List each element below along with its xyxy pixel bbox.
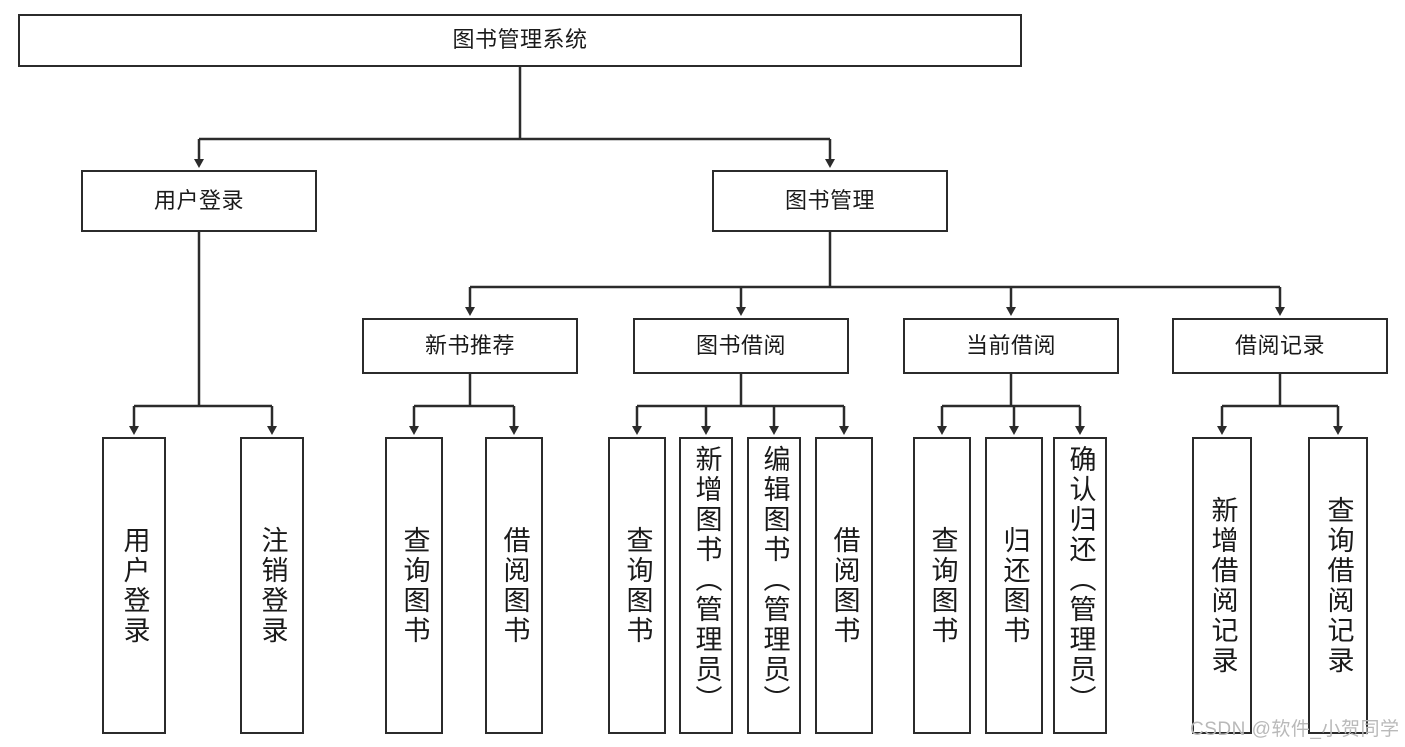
- node-bookmgmt[interactable]: 图书管理: [712, 170, 948, 232]
- node-leaf-borrow-2[interactable]: 新增图书（管理员）: [679, 437, 733, 734]
- node-label: 查询图书: [927, 525, 958, 646]
- node-label: 确认归还（管理员）: [1065, 445, 1096, 715]
- node-label: 新增图书（管理员）: [691, 445, 722, 715]
- node-leaf-new-1[interactable]: 查询图书: [385, 437, 443, 734]
- node-current[interactable]: 当前借阅: [903, 318, 1119, 374]
- node-label: 图书管理系统: [452, 27, 588, 53]
- node-label: 借阅图书: [829, 525, 860, 646]
- node-label: 借阅记录: [1234, 332, 1325, 358]
- node-borrow[interactable]: 图书借阅: [633, 318, 849, 374]
- node-label: 查询借阅记录: [1323, 495, 1354, 676]
- node-label: 用户登录: [119, 525, 150, 646]
- node-label: 图书借阅: [695, 332, 786, 358]
- node-label: 用户登录: [153, 187, 244, 213]
- node-leaf-cur-2[interactable]: 归还图书: [985, 437, 1043, 734]
- node-leaf-new-2[interactable]: 借阅图书: [485, 437, 543, 734]
- node-leaf-borrow-4[interactable]: 借阅图书: [815, 437, 873, 734]
- node-label: 归还图书: [999, 525, 1030, 646]
- node-leaf-borrow-1[interactable]: 查询图书: [608, 437, 666, 734]
- node-newbook[interactable]: 新书推荐: [362, 318, 578, 374]
- node-label: 查询图书: [622, 525, 653, 646]
- watermark-text: CSDN @软件_小贺同学: [1190, 719, 1400, 740]
- node-label: 借阅图书: [499, 525, 530, 646]
- node-label: 新增借阅记录: [1207, 495, 1238, 676]
- node-label: 当前借阅: [965, 332, 1056, 358]
- node-root[interactable]: 图书管理系统: [18, 14, 1022, 67]
- node-leaf-cur-3[interactable]: 确认归还（管理员）: [1053, 437, 1107, 734]
- node-label: 图书管理: [784, 187, 875, 213]
- node-label: 新书推荐: [424, 332, 515, 358]
- node-leaf-rec-1[interactable]: 新增借阅记录: [1192, 437, 1252, 734]
- node-label: 注销登录: [257, 525, 288, 646]
- node-leaf-login-1[interactable]: 用户登录: [102, 437, 166, 734]
- node-label: 查询图书: [399, 525, 430, 646]
- node-label: 编辑图书（管理员）: [759, 445, 790, 715]
- node-leaf-rec-2[interactable]: 查询借阅记录: [1308, 437, 1368, 734]
- node-leaf-cur-1[interactable]: 查询图书: [913, 437, 971, 734]
- node-leaf-borrow-3[interactable]: 编辑图书（管理员）: [747, 437, 801, 734]
- node-login[interactable]: 用户登录: [81, 170, 317, 232]
- node-leaf-login-2[interactable]: 注销登录: [240, 437, 304, 734]
- node-records[interactable]: 借阅记录: [1172, 318, 1388, 374]
